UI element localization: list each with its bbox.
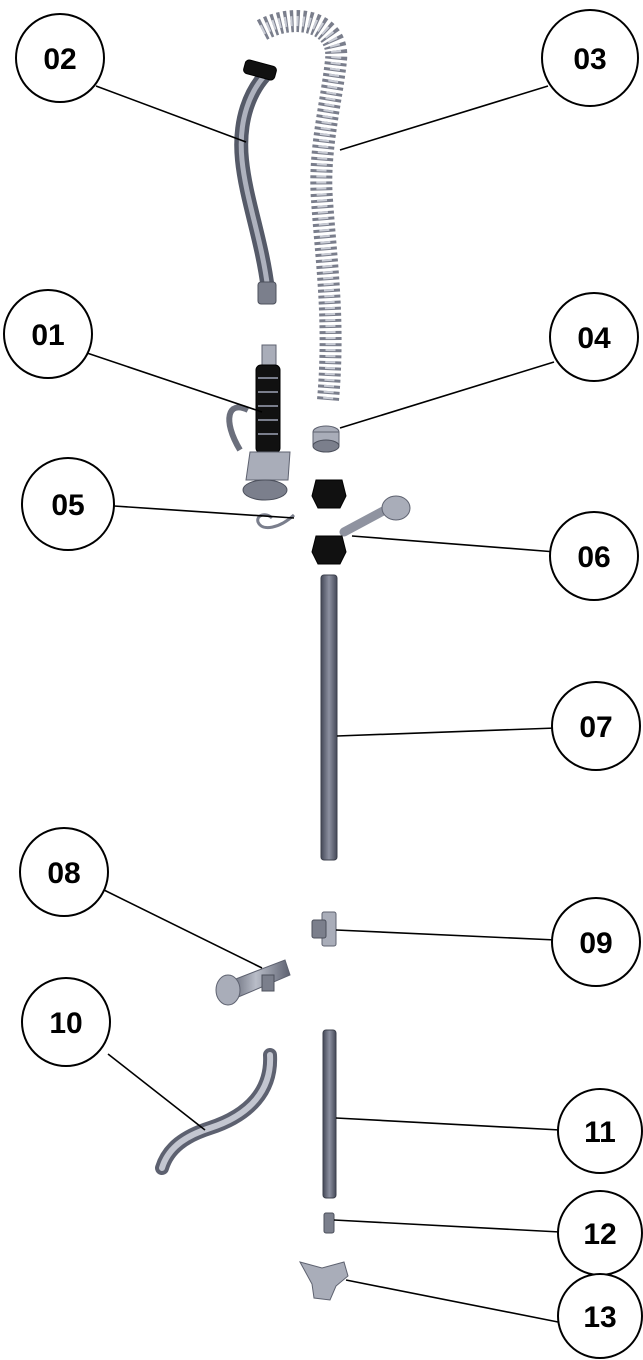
callout-05-label: 05 (51, 489, 84, 522)
leader-12 (333, 1219, 561, 1233)
part-08-valve-body (215, 959, 291, 1006)
callout-03: 03 (541, 9, 639, 107)
leader-08 (103, 889, 263, 969)
part-09-tee (311, 911, 337, 947)
callout-05: 05 (21, 457, 115, 551)
callout-08: 08 (19, 827, 109, 917)
callout-04-label: 04 (577, 322, 611, 355)
leader-02 (95, 85, 247, 143)
connector-upper (311, 479, 347, 509)
leader-04 (339, 361, 555, 429)
part-12-fitting (323, 1212, 335, 1234)
callout-13-label: 13 (583, 1301, 616, 1334)
part-13-wing-nut (298, 1261, 349, 1301)
callout-03-label: 03 (573, 43, 606, 76)
part-02-hose (234, 59, 277, 305)
leader-09 (335, 929, 557, 941)
callout-10: 10 (21, 977, 111, 1067)
callout-04: 04 (549, 292, 639, 382)
part-06-wall-bracket (311, 495, 411, 565)
callout-09-label: 09 (579, 927, 612, 960)
callout-12: 12 (557, 1190, 643, 1276)
callout-11: 11 (557, 1088, 643, 1174)
part-05-hook (256, 513, 296, 530)
callout-02-label: 02 (43, 43, 76, 76)
callout-06-label: 06 (577, 541, 610, 574)
callout-12-label: 12 (583, 1218, 616, 1251)
leader-03 (339, 85, 549, 151)
callout-13: 13 (557, 1273, 643, 1359)
part-11-lower-rod (322, 1029, 337, 1199)
leader-07 (336, 727, 557, 737)
callout-06: 06 (549, 511, 639, 601)
callout-09: 09 (551, 897, 641, 987)
callout-01: 01 (3, 289, 93, 379)
leader-11 (335, 1117, 561, 1131)
callout-02: 02 (15, 13, 105, 103)
callout-11-label: 11 (584, 1116, 616, 1149)
leader-01 (83, 351, 263, 413)
leader-10 (107, 1053, 206, 1131)
part-07-riser (320, 574, 338, 861)
leader-05 (113, 505, 295, 519)
leader-06 (351, 535, 557, 553)
callout-07-label: 07 (579, 711, 612, 744)
part-04-nut (312, 425, 340, 453)
callout-10-label: 10 (49, 1007, 82, 1040)
part-10-spout (155, 1048, 278, 1175)
part-03-spring (256, 10, 348, 401)
leader-13 (345, 1279, 559, 1323)
callout-07: 07 (551, 681, 641, 771)
callout-08-label: 08 (47, 857, 80, 890)
part-01-spray-valve (226, 344, 291, 501)
callout-01-label: 01 (31, 319, 64, 352)
